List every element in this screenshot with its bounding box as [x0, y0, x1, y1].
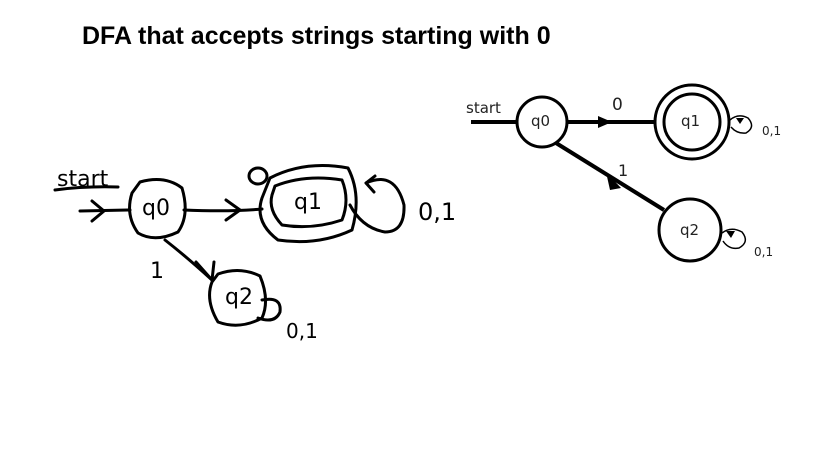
clean-state-q1-outer [653, 83, 731, 161]
sketch-edge-q0-q2-arrowhead [194, 260, 216, 282]
clean-labels: start q0 q1 q2 0 1 0,1 0,1 [466, 95, 781, 259]
page-title: DFA that accepts strings starting with 0 [82, 22, 551, 50]
clean-edge-q0-q1-arrowhead [598, 116, 612, 128]
sketch-state-q1-label: q1 [294, 190, 322, 215]
sketch-start-label: start [57, 167, 109, 192]
sketch-edge-q0-q1-arrowhead [224, 198, 242, 222]
sketch-state-q0-label: q0 [142, 196, 170, 221]
sketch-edge-q0-q2-label: 1 [150, 259, 164, 284]
clean-state-q2 [657, 197, 723, 263]
sketch-state-q1-outer [258, 164, 358, 244]
sketch-labels: start q0 q1 q2 1 0,1 0,1 [57, 167, 456, 343]
sketch-diagram [53, 164, 406, 327]
clean-edge-q0-q2-label: 1 [618, 161, 628, 180]
sketch-loop-q1-arrowhead [364, 174, 377, 194]
sketch-state-q2-label: q2 [225, 285, 253, 310]
sketch-q1-small-loop [247, 166, 269, 186]
clean-loop-q1 [729, 115, 753, 134]
clean-state-q1-label: q1 [681, 112, 700, 130]
clean-state-q0-label: q0 [531, 112, 550, 130]
clean-loop-q2 [721, 228, 747, 250]
clean-loop-q2-arrowhead [726, 231, 735, 238]
sketch-loop-q2 [256, 297, 282, 322]
sketch-start-arrowhead [90, 199, 106, 223]
sketch-state-q1-inner [269, 176, 348, 229]
clean-edge-q0-q2-arrowhead [606, 172, 621, 190]
clean-edge-q0-q1-label: 0 [612, 95, 623, 115]
clean-loop-q1-arrowhead [736, 118, 744, 124]
clean-loop-q1-label: 0,1 [762, 124, 781, 138]
clean-state-q2-label: q2 [680, 221, 699, 239]
sketch-start-underline [53, 185, 120, 192]
sketch-loop-q1-label: 0,1 [418, 198, 456, 226]
clean-diagram [471, 83, 753, 263]
clean-loop-q2-label: 0,1 [754, 245, 773, 259]
clean-state-q1-inner [662, 92, 722, 152]
clean-start-label: start [466, 99, 501, 117]
sketch-loop-q2-label: 0,1 [286, 319, 318, 343]
sketch-edge-q0-q1 [182, 207, 264, 213]
sketch-loop-q1 [348, 178, 406, 234]
sketch-state-q0 [128, 178, 187, 240]
